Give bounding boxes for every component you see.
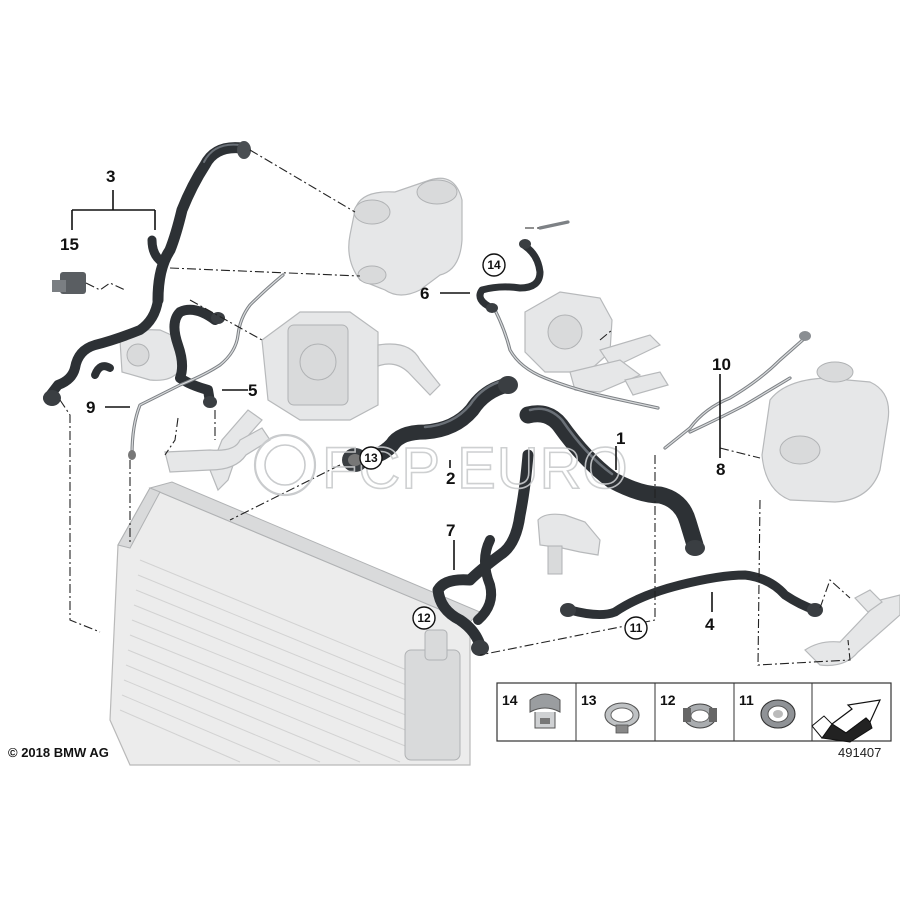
callout-1: 1 xyxy=(616,429,625,448)
callout-2: 2 xyxy=(446,469,455,488)
hose-part-14 xyxy=(476,242,544,312)
driving-direction-arrow-icon xyxy=(811,699,882,743)
callout-10: 10 xyxy=(712,355,731,374)
radiator xyxy=(109,481,481,766)
hose-part-4 xyxy=(565,570,820,620)
callout-3: 3 xyxy=(106,167,115,186)
hose-clamp-icon xyxy=(604,702,640,734)
circled-callout-12: 12 xyxy=(417,611,431,625)
thermostat-housing xyxy=(524,291,662,393)
hose-part-1 xyxy=(519,405,704,554)
leader-lines xyxy=(71,190,721,612)
connection-lines xyxy=(59,149,851,666)
callout-8: 8 xyxy=(716,460,725,479)
watermark: FCP EURO xyxy=(253,433,628,502)
callout-15: 15 xyxy=(60,235,79,254)
circled-callout-13: 13 xyxy=(364,451,378,465)
hose-part-5 xyxy=(91,304,220,407)
electric-coolant-pump xyxy=(209,311,441,492)
valve-bracket xyxy=(537,371,669,575)
legend-number-14: 14 xyxy=(502,692,518,708)
metal-pipes xyxy=(130,220,807,457)
callout-5: 5 xyxy=(248,381,257,400)
copyright: © 2018 BMW AG xyxy=(8,745,109,760)
circled-callout-11: 11 xyxy=(630,621,643,635)
expansion-tank-upper xyxy=(348,177,463,296)
hose-part-3 xyxy=(43,142,248,403)
diagram-number: 491407 xyxy=(838,745,881,760)
callout-7: 7 xyxy=(446,521,455,540)
legend-number-11: 11 xyxy=(739,692,754,708)
circled-callouts: 14 13 12 11 xyxy=(359,253,648,640)
legend-number-13: 13 xyxy=(581,692,597,708)
quick-connector-icon xyxy=(760,699,796,729)
expansion-tank-right xyxy=(761,361,890,503)
hose-part-7 xyxy=(432,449,534,651)
callout-9: 9 xyxy=(86,398,95,417)
spring-clamp-icon xyxy=(683,703,717,729)
callouts: 3 15 6 5 9 10 1 2 8 7 4 xyxy=(60,167,731,634)
circled-callout-14: 14 xyxy=(487,258,501,272)
clip-icon xyxy=(529,693,561,729)
callout-4: 4 xyxy=(705,615,715,634)
legend-number-12: 12 xyxy=(660,692,676,708)
callout-6: 6 xyxy=(420,284,429,303)
hose-part-2 xyxy=(347,377,516,466)
legend-panel: 14 13 12 11 xyxy=(496,682,892,743)
pipe-ghost-lower-right xyxy=(804,589,900,667)
